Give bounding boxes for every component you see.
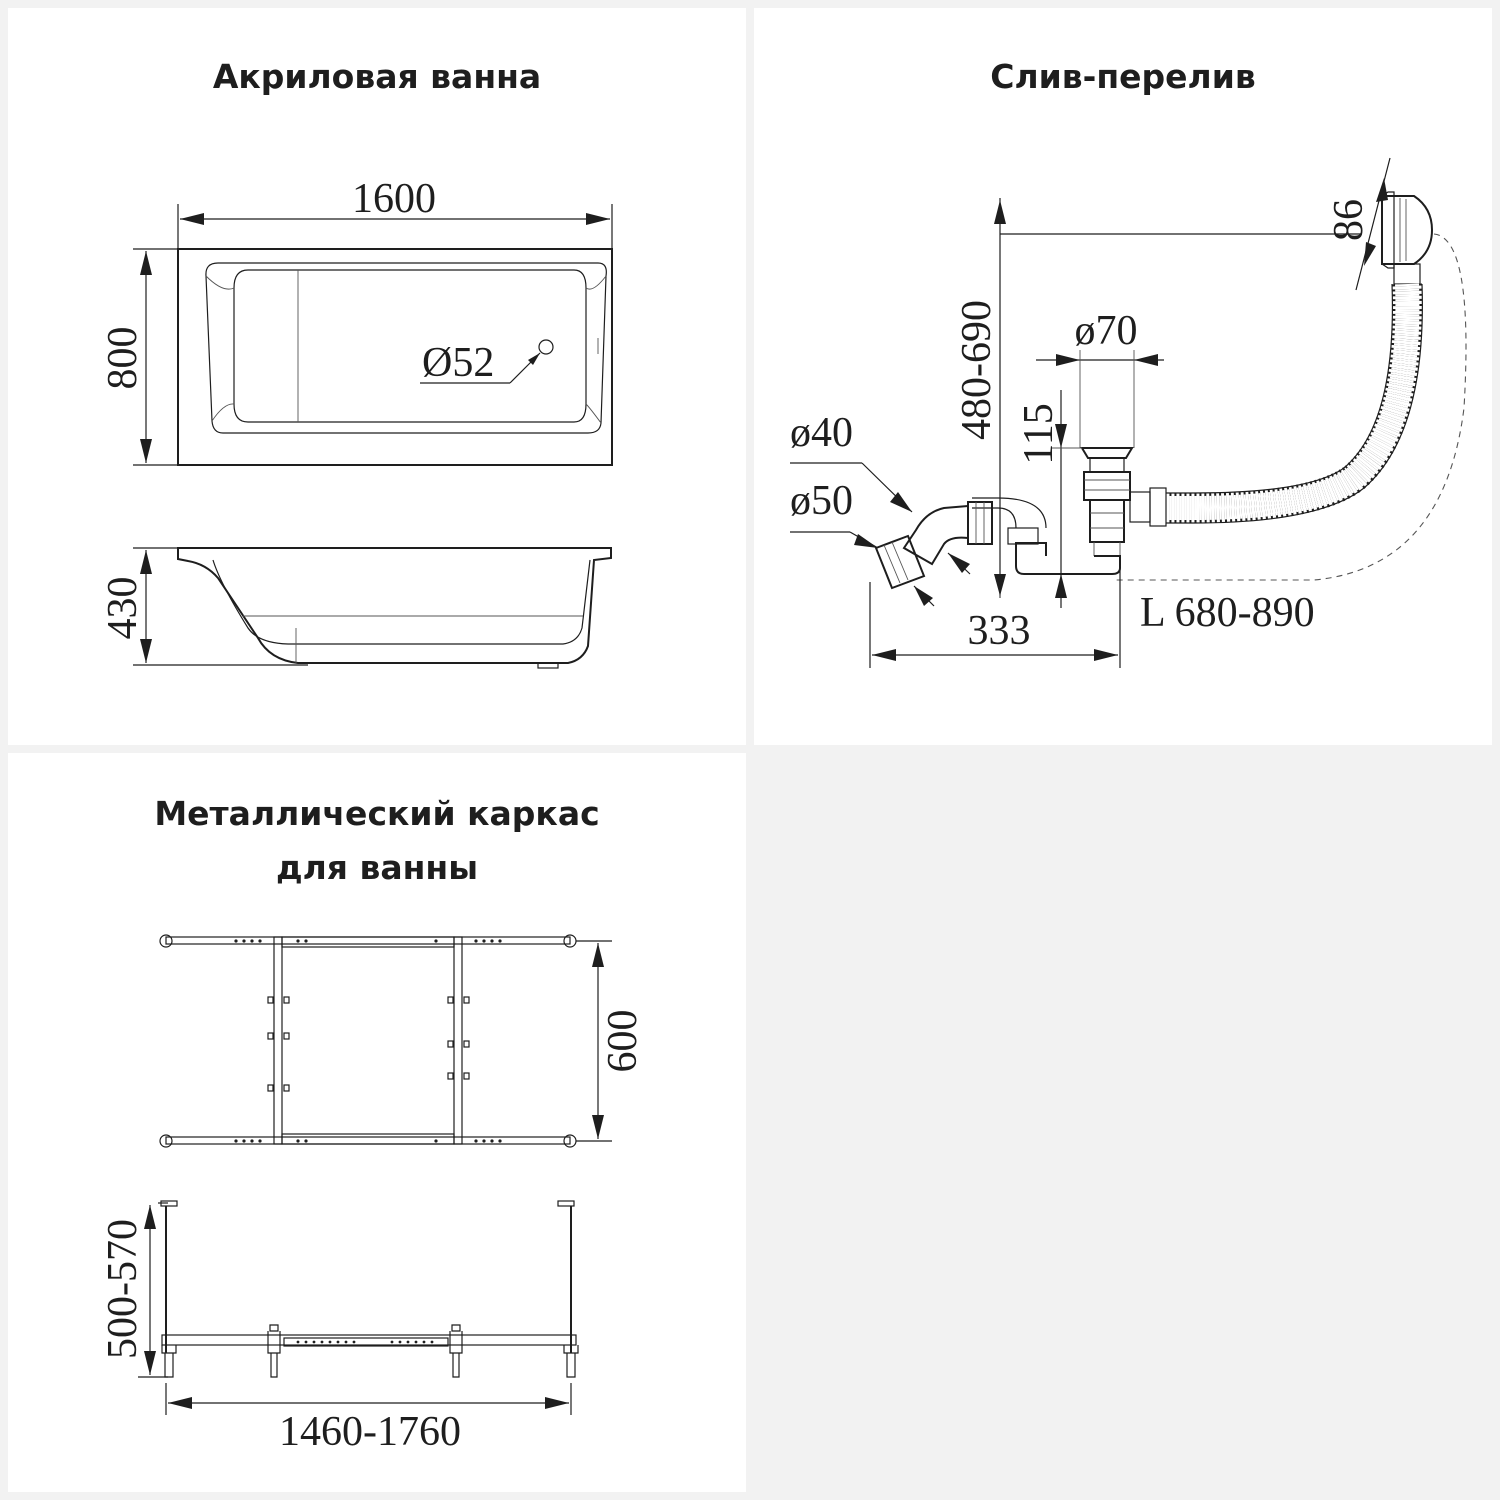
drain-height-dimension — [994, 198, 1362, 598]
frame-title-line2: для ванны — [275, 848, 479, 887]
bath-length-dimension — [177, 204, 613, 249]
frame-title-line1: Металлический каркас — [154, 794, 600, 833]
overflow-label: 86 — [1326, 199, 1372, 241]
d40-label: ø40 — [790, 410, 853, 456]
d50-label: ø50 — [790, 478, 853, 524]
overflow-head — [1381, 191, 1434, 285]
frame-length-dimension — [165, 1383, 572, 1415]
drain-drawing: 480-690 86 ø70 115 — [790, 157, 1467, 668]
frame-top-view — [159, 934, 577, 1148]
bath-drawing: 1600 800 Ø52 430 — [100, 176, 613, 669]
frame-width-label: 600 — [600, 1010, 646, 1073]
bath-width-label: 800 — [100, 327, 146, 390]
bath-edge-dashed — [1114, 233, 1467, 581]
frame-panel: Металлический каркас для ванны — [8, 753, 746, 1492]
offset-label: 333 — [968, 608, 1031, 654]
d40-d50-leaders — [790, 462, 971, 607]
corrugated-hose — [1166, 283, 1423, 524]
frame-side-view — [160, 1200, 579, 1378]
bath-side-view — [177, 547, 612, 669]
d70-dimension — [1036, 350, 1164, 448]
drain-title: Слив-перелив — [990, 57, 1256, 96]
bath-top-view — [177, 248, 613, 466]
bath-panel: Акриловая ванна 1600 — [8, 8, 746, 745]
offset-dimension — [869, 568, 1121, 668]
drain-panel: Слив-перелив — [754, 8, 1492, 745]
frame-height-label: 500-570 — [100, 1219, 146, 1359]
hose-length-label: L 680-890 — [1140, 590, 1315, 636]
overflow-dimension — [1355, 157, 1391, 291]
h115-label: 115 — [1016, 403, 1062, 464]
bath-drain-label: Ø52 — [422, 340, 494, 386]
frame-drawing: 600 500-570 — [100, 934, 646, 1455]
bath-height-dimension — [133, 547, 308, 666]
bath-height-label: 430 — [100, 577, 146, 640]
drain-valve — [1080, 447, 1167, 556]
d70-label: ø70 — [1075, 308, 1138, 354]
drain-height-label: 480-690 — [954, 300, 1000, 440]
siphon-trap — [874, 497, 1121, 590]
frame-length-label: 1460-1760 — [279, 1409, 461, 1455]
bath-width-dimension — [133, 248, 178, 466]
bath-length-label: 1600 — [352, 176, 436, 222]
frame-height-dimension — [138, 1202, 168, 1378]
empty-panel — [754, 753, 1492, 1492]
bath-title: Акриловая ванна — [212, 57, 542, 96]
frame-width-dimension — [576, 940, 612, 1142]
h115-dimension — [1051, 390, 1082, 608]
